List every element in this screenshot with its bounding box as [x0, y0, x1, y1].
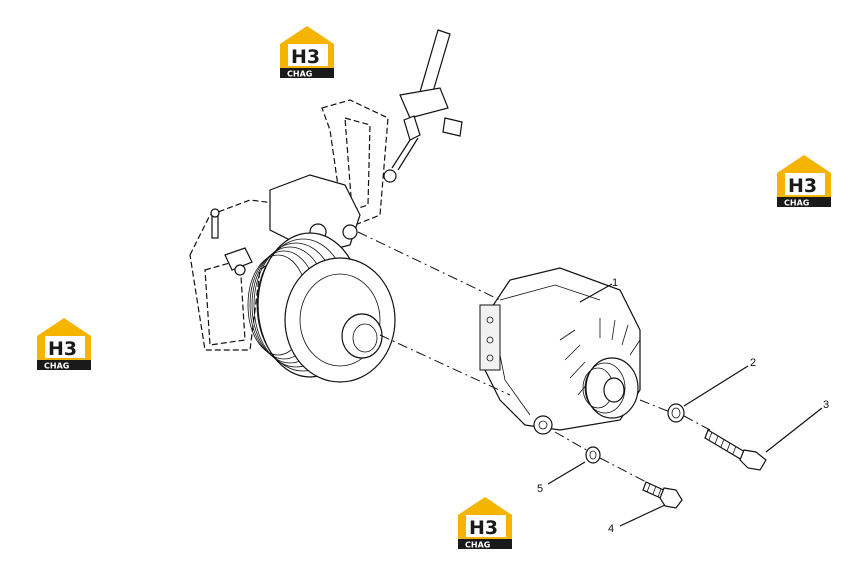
logo-mark-text: H3	[788, 175, 817, 197]
callout-3: 3	[823, 399, 829, 411]
logo-word-text: CHAG	[287, 70, 312, 79]
watermark-logo: H3 CHAG	[280, 26, 334, 79]
leader-lines	[547, 283, 823, 527]
logo-word-text: CHAG	[44, 362, 69, 371]
callout-1: 1	[612, 277, 618, 289]
spacer	[667, 403, 685, 423]
logo-mark-text: H3	[48, 338, 77, 360]
logo-mark-text: H3	[291, 46, 320, 68]
logo-word-text: CHAG	[784, 199, 809, 208]
sensor-tube	[391, 29, 463, 171]
assembly-centerlines	[357, 231, 711, 485]
washer	[585, 446, 601, 464]
alternator	[479, 267, 641, 435]
logo-mark-text: H3	[469, 517, 498, 539]
watermark-logo: H3 CHAG	[458, 497, 512, 550]
short-bolt	[642, 481, 683, 509]
watermark-logo: H3 CHAG	[777, 155, 831, 208]
long-bolt	[704, 429, 767, 471]
callout-2: 2	[750, 357, 756, 369]
watermark-logo: H3 CHAG	[37, 318, 91, 371]
engine-pump-assembly	[189, 99, 397, 383]
callout-5: 5	[537, 483, 543, 495]
callout-4: 4	[608, 523, 614, 535]
logo-word-text: CHAG	[465, 541, 490, 550]
